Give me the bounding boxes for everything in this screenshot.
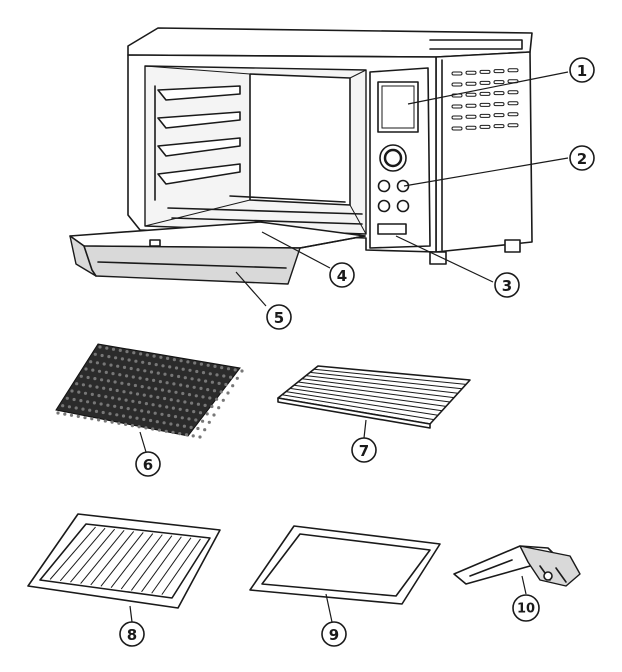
callout-9: 9 (321, 621, 347, 647)
baking-pan-accessory (27, 513, 221, 609)
wire-rack-accessory (277, 365, 471, 429)
callout-3: 3 (494, 272, 520, 298)
leader-line-1 (407, 71, 569, 105)
leader-line-2 (403, 157, 569, 187)
svg-text:1: 1 (577, 62, 587, 80)
callouts: 1 2 3 4 5 6 7 8 (119, 57, 595, 647)
callout-6: 6 (135, 451, 161, 477)
leader-line-8 (129, 605, 133, 623)
oven-door (69, 221, 366, 285)
leader-line-4 (261, 231, 331, 269)
callout-10: 10 (512, 594, 540, 622)
rack-rails (154, 85, 241, 201)
toaster-oven: /* drawn by script below */ (127, 27, 533, 265)
svg-text:9: 9 (329, 626, 339, 644)
callout-1: 1 (569, 57, 595, 83)
callout-7: 7 (351, 437, 377, 463)
callout-2: 2 (569, 145, 595, 171)
leader-line-10 (521, 575, 527, 595)
svg-text:5: 5 (274, 309, 284, 327)
oven-top (127, 27, 533, 58)
button-3[interactable] (377, 199, 391, 213)
mesh-basket-accessory (55, 343, 241, 437)
leader-line-3 (395, 235, 494, 283)
callout-5: 5 (266, 304, 292, 330)
svg-text:8: 8 (127, 626, 137, 644)
control-panel (369, 67, 431, 249)
svg-text:3: 3 (502, 277, 512, 295)
inner-rack (167, 195, 363, 225)
callout-4: 4 (329, 262, 355, 288)
svg-text:7: 7 (359, 442, 369, 460)
mesh-texture (56, 345, 244, 439)
leader-line-5 (235, 271, 267, 307)
svg-text:4: 4 (337, 267, 347, 285)
svg-text:2: 2 (577, 150, 587, 168)
button-2[interactable] (396, 179, 410, 193)
svg-text:6: 6 (143, 456, 153, 474)
button-4[interactable] (396, 199, 410, 213)
side-vents: /* drawn by script below */ (451, 68, 519, 131)
leader-line-9 (325, 593, 333, 623)
leader-line-7 (363, 419, 367, 439)
crumb-tray-accessory (249, 525, 441, 605)
oven-foot (429, 251, 447, 265)
leader-line-6 (139, 431, 147, 453)
start-button[interactable] (377, 223, 407, 235)
svg-text:10: 10 (517, 602, 535, 617)
display-screen (377, 81, 419, 133)
rack-handle-accessory (453, 545, 581, 587)
button-1[interactable] (377, 179, 391, 193)
callout-8: 8 (119, 621, 145, 647)
